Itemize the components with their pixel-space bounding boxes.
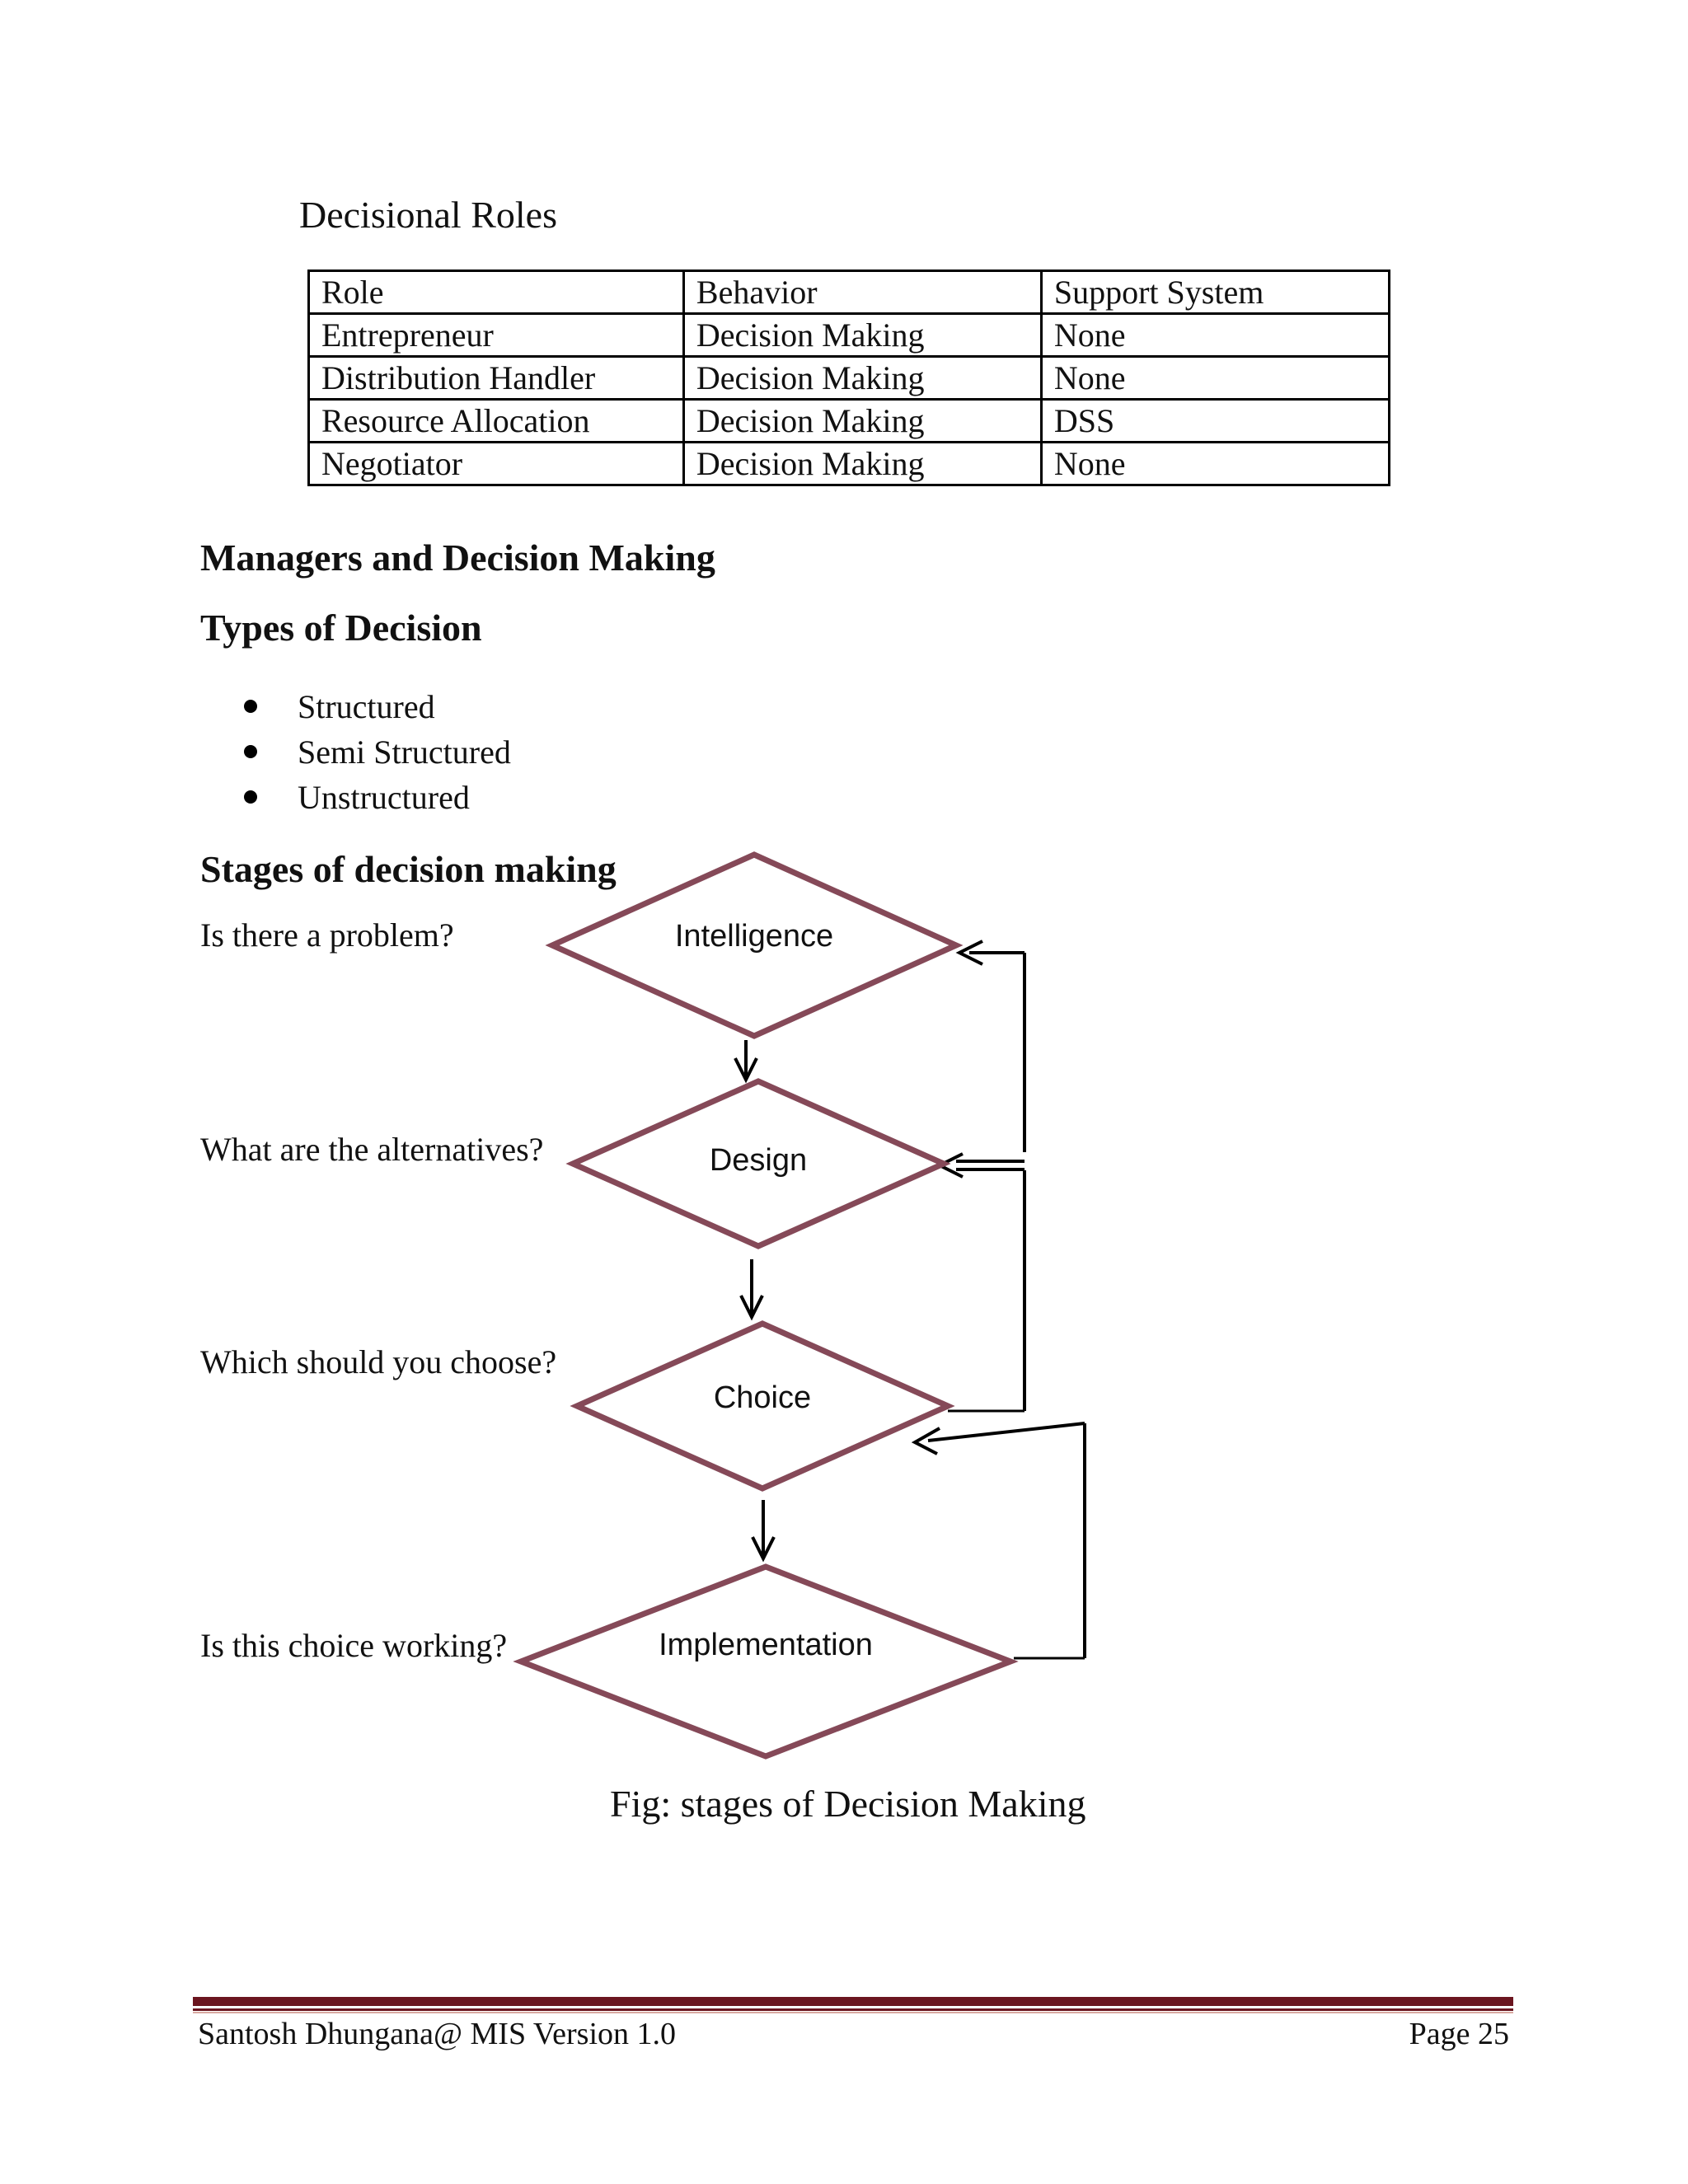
- table-cell: Negotiator: [307, 441, 685, 486]
- table-row: Distribution Handler Decision Making Non…: [307, 355, 1391, 401]
- footer-rule-accent: [193, 2012, 1513, 2013]
- diamond-design: [565, 1078, 951, 1249]
- table-cell: DSS: [1039, 398, 1391, 443]
- arrowhead-left-icon: [911, 1427, 940, 1455]
- table-row: Negotiator Decision Making None: [307, 441, 1391, 486]
- list-item: Unstructured: [244, 776, 470, 818]
- bullet-icon: [244, 745, 257, 758]
- diamond-choice: [570, 1320, 955, 1492]
- bullet-icon: [244, 790, 257, 804]
- table-cell: None: [1039, 441, 1391, 486]
- table-header-row: Role Behavior Support System: [307, 269, 1391, 315]
- decisional-roles-heading: Decisional Roles: [299, 194, 557, 236]
- diamond-label-implementation: Implementation: [659, 1628, 873, 1662]
- bullet-label: Structured: [298, 687, 435, 725]
- question-design: What are the alternatives?: [200, 1131, 544, 1168]
- table-cell: Resource Allocation: [307, 398, 685, 443]
- figure-caption: Fig: stages of Decision Making: [610, 1783, 1086, 1825]
- arrowhead-down-icon: [751, 1536, 776, 1563]
- bullet-label: Semi Structured: [298, 733, 511, 771]
- table-cell: None: [1039, 312, 1391, 358]
- diamond-label-intelligence: Intelligence: [675, 919, 833, 954]
- table-cell: Distribution Handler: [307, 355, 685, 401]
- list-item: Semi Structured: [244, 731, 511, 772]
- table-cell: None: [1039, 355, 1391, 401]
- table-cell: Decision Making: [682, 398, 1043, 443]
- bullet-label: Unstructured: [298, 778, 470, 816]
- question-choice: Which should you choose?: [200, 1343, 557, 1380]
- arrowhead-down-icon: [734, 1057, 758, 1084]
- diamond-implementation: [513, 1563, 1019, 1760]
- diamond-label-choice: Choice: [714, 1380, 811, 1415]
- list-item: Structured: [244, 686, 435, 727]
- bullet-icon: [244, 700, 257, 713]
- question-intelligence: Is there a problem?: [200, 916, 454, 954]
- feedback-loop-1: [935, 940, 1026, 1413]
- feedback2-arrow-shaft-choice: [927, 1422, 1085, 1442]
- arrowhead-left-icon: [935, 1152, 964, 1179]
- footer-author: Santosh Dhungana@ MIS Version 1.0: [198, 2017, 677, 2051]
- table-header-role: Role: [307, 269, 685, 315]
- down-arrows: [734, 1040, 776, 1563]
- feedback1-double-line-design: [956, 1160, 1025, 1171]
- table-row: Entrepreneur Decision Making None: [307, 312, 1391, 358]
- stages-heading: Stages of decision making: [200, 848, 617, 890]
- table-header-behavior: Behavior: [682, 269, 1043, 315]
- managers-heading: Managers and Decision Making: [200, 537, 715, 579]
- table-header-support: Support System: [1039, 269, 1391, 315]
- table-cell: Decision Making: [682, 312, 1043, 358]
- table-cell: Entrepreneur: [307, 312, 685, 358]
- footer-rule-thin: [193, 2008, 1513, 2011]
- table-cell: Decision Making: [682, 355, 1043, 401]
- arrowhead-down-icon: [739, 1295, 764, 1321]
- decisional-roles-table: Role Behavior Support System Entrepreneu…: [307, 269, 1391, 486]
- diamond-label-design: Design: [710, 1143, 807, 1178]
- footer-page-number: Page 25: [1409, 2017, 1509, 2051]
- table-cell: Decision Making: [682, 441, 1043, 486]
- footer-rule-thick: [193, 1997, 1513, 2006]
- arrowhead-left-icon: [955, 940, 983, 966]
- feedback-loop-2: [911, 1422, 1086, 1660]
- table-row: Resource Allocation Decision Making DSS: [307, 398, 1391, 443]
- question-implementation: Is this choice working?: [200, 1627, 508, 1664]
- types-of-decision-heading: Types of Decision: [200, 607, 482, 649]
